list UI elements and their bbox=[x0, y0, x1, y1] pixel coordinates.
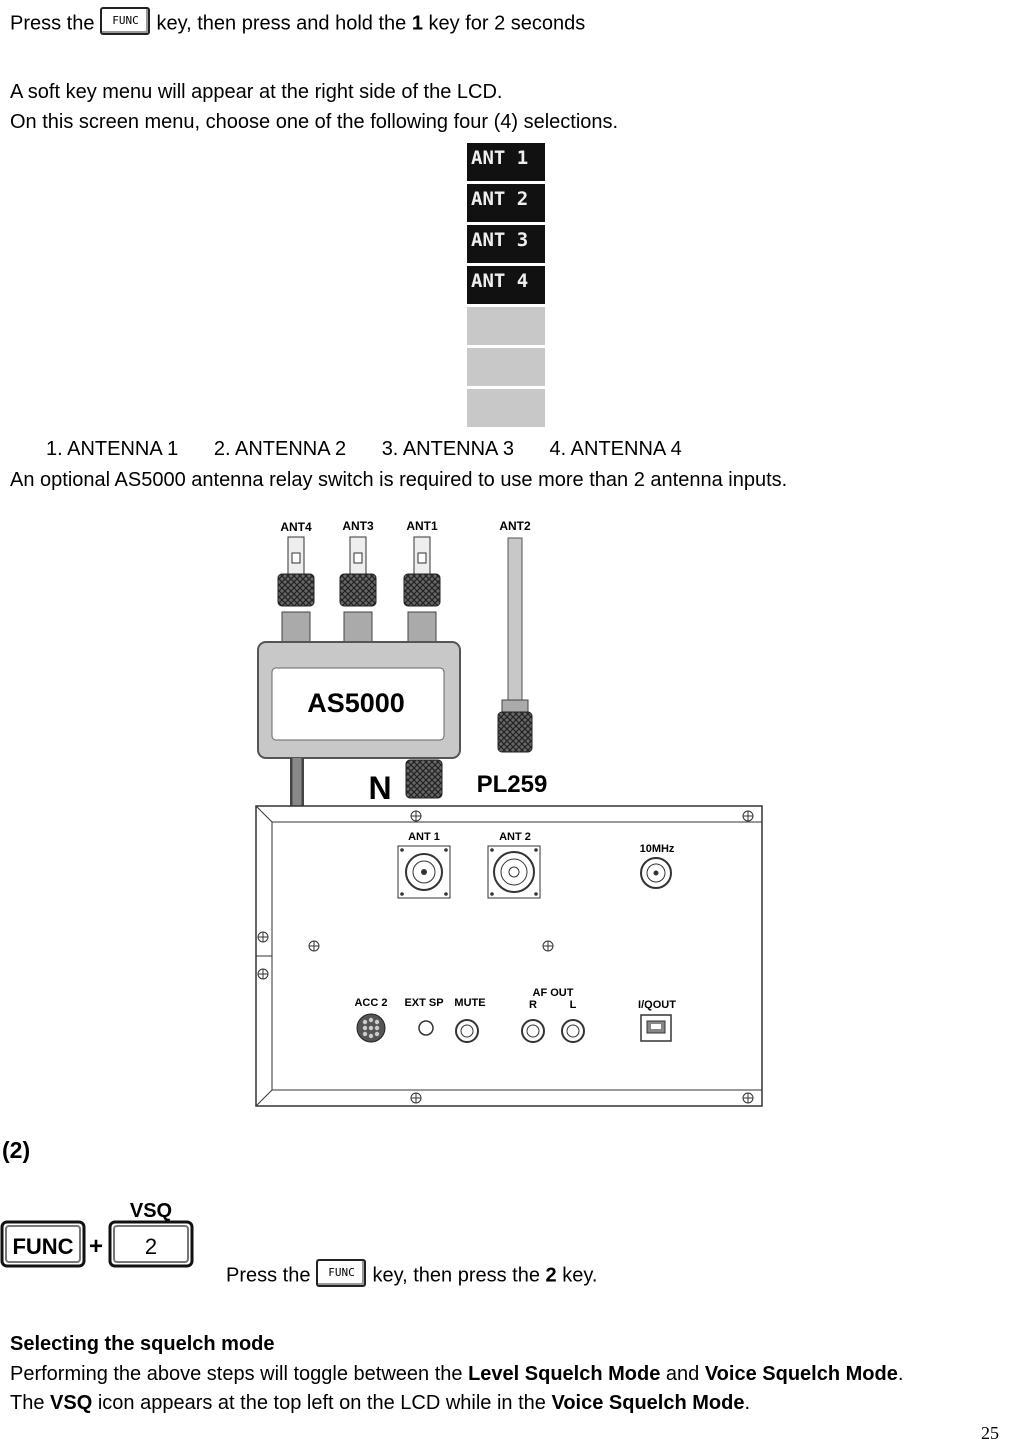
as5000-label: AS5000 bbox=[307, 688, 405, 718]
section-number: (2) bbox=[2, 1137, 31, 1163]
af-out-r-jack bbox=[521, 1019, 545, 1043]
n-connector-ant3 bbox=[339, 536, 377, 643]
func-key-icon: FUNC bbox=[316, 1259, 367, 1287]
squelch-paragraph-2: The VSQ icon appears at the top left on … bbox=[10, 1392, 751, 1414]
softkey-blank bbox=[467, 307, 545, 345]
softkey-blank bbox=[467, 389, 545, 427]
label-ant3: ANT3 bbox=[342, 519, 374, 533]
panel-label-extsp: EXT SP bbox=[404, 997, 443, 1009]
n-connector-ant1 bbox=[403, 536, 441, 643]
label-ant2: ANT2 bbox=[499, 519, 531, 533]
iq-out-usb-port bbox=[640, 1014, 672, 1042]
func-key-label: FUNC bbox=[12, 1234, 73, 1259]
softkey-blank bbox=[467, 348, 545, 386]
n-connector-ant4 bbox=[277, 536, 315, 643]
as5000-note: An optional AS5000 antenna relay switch … bbox=[10, 469, 788, 491]
panel-label-ant1: ANT 1 bbox=[408, 831, 440, 843]
paragraph-softkey-menu: A soft key menu will appear at the right… bbox=[10, 81, 503, 103]
func-plus-2-keys: FUNC + VSQ 2 bbox=[0, 1200, 194, 1268]
softkey-ant4: ANT 4 bbox=[467, 266, 545, 304]
antenna-options: 1. ANTENNA 1 2. ANTENNA 2 3. ANTENNA 3 4… bbox=[46, 438, 682, 460]
panel-label-ant2: ANT 2 bbox=[499, 831, 531, 843]
label-ant4: ANT4 bbox=[280, 520, 312, 534]
acc2-socket bbox=[356, 1013, 386, 1043]
squelch-heading: Selecting the squelch mode bbox=[10, 1333, 275, 1355]
panel-label-acc2: ACC 2 bbox=[354, 997, 387, 1009]
10mhz-socket bbox=[640, 857, 672, 889]
softkey-ant1: ANT 1 bbox=[467, 143, 545, 181]
extsp-jack bbox=[418, 1020, 434, 1036]
squelch-paragraph-1: Performing the above steps will toggle b… bbox=[10, 1363, 904, 1385]
n-label: N bbox=[368, 770, 391, 806]
panel-label-afout: AF OUT bbox=[533, 987, 574, 999]
softkey-menu: ANT 1 ANT 2 ANT 3 ANT 4 bbox=[467, 143, 545, 430]
plus-sign: + bbox=[89, 1233, 103, 1260]
panel-label-mute: MUTE bbox=[454, 997, 485, 1009]
pl259-label: PL259 bbox=[477, 771, 548, 798]
softkey-ant3: ANT 3 bbox=[467, 225, 545, 263]
paragraph-choose: On this screen menu, choose one of the f… bbox=[10, 111, 619, 133]
panel-label-iqout: I/QOUT bbox=[638, 999, 676, 1011]
ant1-socket bbox=[397, 845, 451, 899]
func-key-icon: FUNC bbox=[100, 7, 151, 35]
ant2-socket bbox=[487, 845, 541, 899]
label-ant1: ANT1 bbox=[406, 519, 438, 533]
pl259-connector bbox=[497, 711, 533, 753]
page-number: 25 bbox=[981, 1423, 999, 1443]
n-connector-rig bbox=[405, 759, 443, 799]
ant2-cable bbox=[507, 537, 523, 705]
softkey-ant2: ANT 2 bbox=[467, 184, 545, 222]
panel-label-10mhz: 10MHz bbox=[640, 843, 675, 855]
mute-jack bbox=[455, 1019, 479, 1043]
two-key-label: 2 bbox=[145, 1234, 157, 1259]
vsq-key-caption: VSQ bbox=[130, 1200, 172, 1222]
panel-label-l: L bbox=[570, 999, 577, 1011]
panel-label-r: R bbox=[529, 999, 537, 1011]
af-out-l-jack bbox=[561, 1019, 585, 1043]
